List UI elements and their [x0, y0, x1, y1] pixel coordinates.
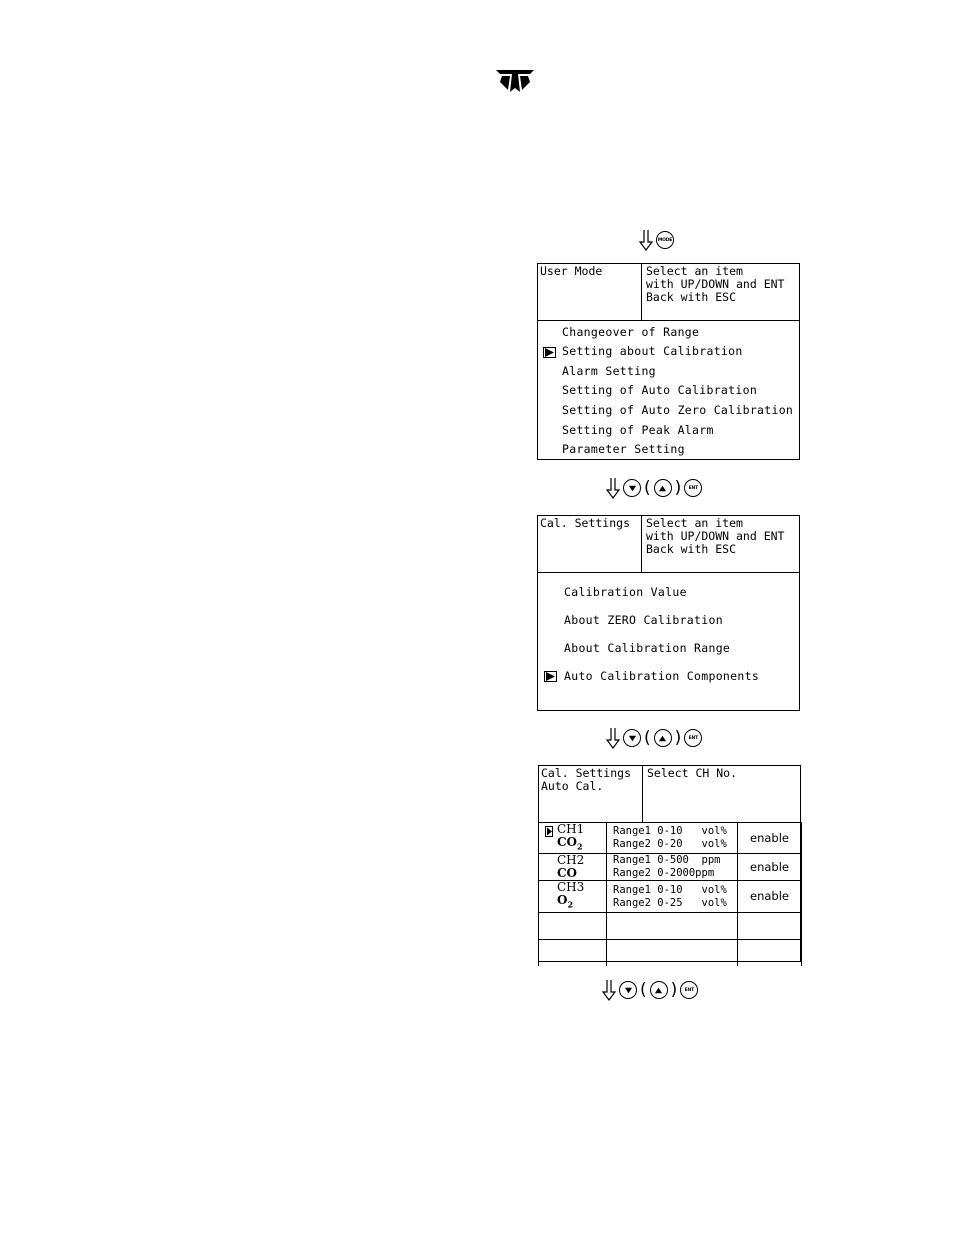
lcd-user-mode: User Mode Select an item with UP/DOWN an…	[537, 263, 800, 460]
paren-open: (	[640, 979, 647, 1000]
screen-help: Select CH No.	[647, 766, 738, 780]
nav-step-select: ( ) ENT	[606, 726, 703, 750]
table-row[interactable]: CH3 O2 Range1 0-10 vol%Range2 0-25 vol% …	[538, 880, 802, 913]
down-key-icon[interactable]	[623, 479, 641, 497]
channel-table: CH1 CO2 Range1 0-10 vol%Range2 0-20 vol%…	[538, 821, 802, 966]
menu-item[interactable]: Alarm Setting	[562, 364, 656, 378]
lcd-cal-settings: Cal. Settings Select an item with UP/DOW…	[537, 515, 800, 711]
screen-title: Cal. Settings Auto Cal.	[539, 766, 643, 822]
menu-item[interactable]: Calibration Value	[564, 585, 687, 599]
screen-help: Select an item with UP/DOWN and ENT Back…	[646, 516, 785, 556]
status-value: enable	[737, 853, 802, 882]
paren-close: )	[674, 727, 682, 748]
menu-item-selected[interactable]: Setting about Calibration	[562, 344, 743, 358]
menu-item[interactable]: Setting of Auto Calibration	[562, 383, 758, 397]
screen-title: User Mode	[538, 264, 642, 320]
menu-item[interactable]: Changeover of Range	[562, 325, 700, 339]
paren-close: )	[674, 477, 682, 498]
up-key-icon[interactable]	[653, 479, 672, 497]
table-row-empty	[538, 938, 802, 966]
down-key-icon[interactable]	[619, 981, 637, 999]
down-arrow-icon	[606, 728, 620, 749]
cursor-icon	[545, 826, 553, 837]
paren-close: )	[670, 979, 678, 1000]
ent-key-icon[interactable]: ENT	[680, 981, 699, 999]
paren-open: (	[644, 477, 651, 498]
screen-title: Cal. Settings	[538, 516, 642, 572]
range2: Range2 0-25 vol%	[613, 896, 727, 909]
nav-step-select: ( ) ENT	[602, 978, 699, 1002]
range1: Range1 0-10 vol%	[613, 825, 727, 838]
menu-item[interactable]: About ZERO Calibration	[564, 613, 723, 627]
cursor-icon	[544, 671, 557, 682]
lcd-auto-cal: Cal. Settings Auto Cal. Select CH No. CH…	[538, 765, 802, 966]
mode-key-icon[interactable]: MODE	[656, 231, 674, 249]
table-row[interactable]: CH1 CO2 Range1 0-10 vol%Range2 0-20 vol%…	[538, 821, 802, 855]
down-arrow-icon	[639, 230, 653, 251]
ent-key-icon[interactable]: ENT	[684, 729, 703, 747]
table-row-empty	[538, 911, 802, 940]
nav-step-select: ( ) ENT	[606, 476, 703, 500]
range2: Range2 0-2000ppm	[613, 867, 715, 880]
teledyne-logo-icon	[496, 70, 534, 92]
channel-number: CH2	[557, 853, 585, 868]
status-value: enable	[737, 821, 802, 855]
menu-item[interactable]: Setting of Auto Zero Calibration	[562, 403, 794, 417]
gas-name: CO	[557, 866, 578, 881]
cursor-icon	[543, 347, 556, 358]
menu-item[interactable]: Setting of Peak Alarm	[562, 423, 714, 437]
status-value: enable	[737, 880, 802, 913]
range2: Range2 0-20 vol%	[613, 838, 727, 851]
down-arrow-icon	[606, 478, 620, 499]
range1: Range1 0-500 ppm	[613, 854, 721, 867]
channel-number: CH1	[557, 822, 585, 836]
range1: Range1 0-10 vol%	[613, 883, 727, 896]
menu-item[interactable]: About Calibration Range	[564, 641, 731, 655]
up-key-icon[interactable]	[653, 729, 672, 747]
screen-help: Select an item with UP/DOWN and ENT Back…	[646, 264, 785, 304]
gas-name: CO2	[557, 835, 583, 852]
nav-step-mode: MODE	[639, 228, 674, 252]
down-arrow-icon	[602, 980, 616, 1001]
menu-item-selected[interactable]: Auto Calibration Components	[564, 669, 760, 683]
up-key-icon[interactable]	[649, 981, 668, 999]
menu-item[interactable]: Parameter Setting	[562, 442, 685, 456]
ent-key-icon[interactable]: ENT	[684, 479, 703, 497]
down-key-icon[interactable]	[623, 729, 641, 747]
channel-number: CH3	[557, 880, 585, 895]
gas-name: O2	[557, 893, 574, 910]
paren-open: (	[644, 727, 651, 748]
